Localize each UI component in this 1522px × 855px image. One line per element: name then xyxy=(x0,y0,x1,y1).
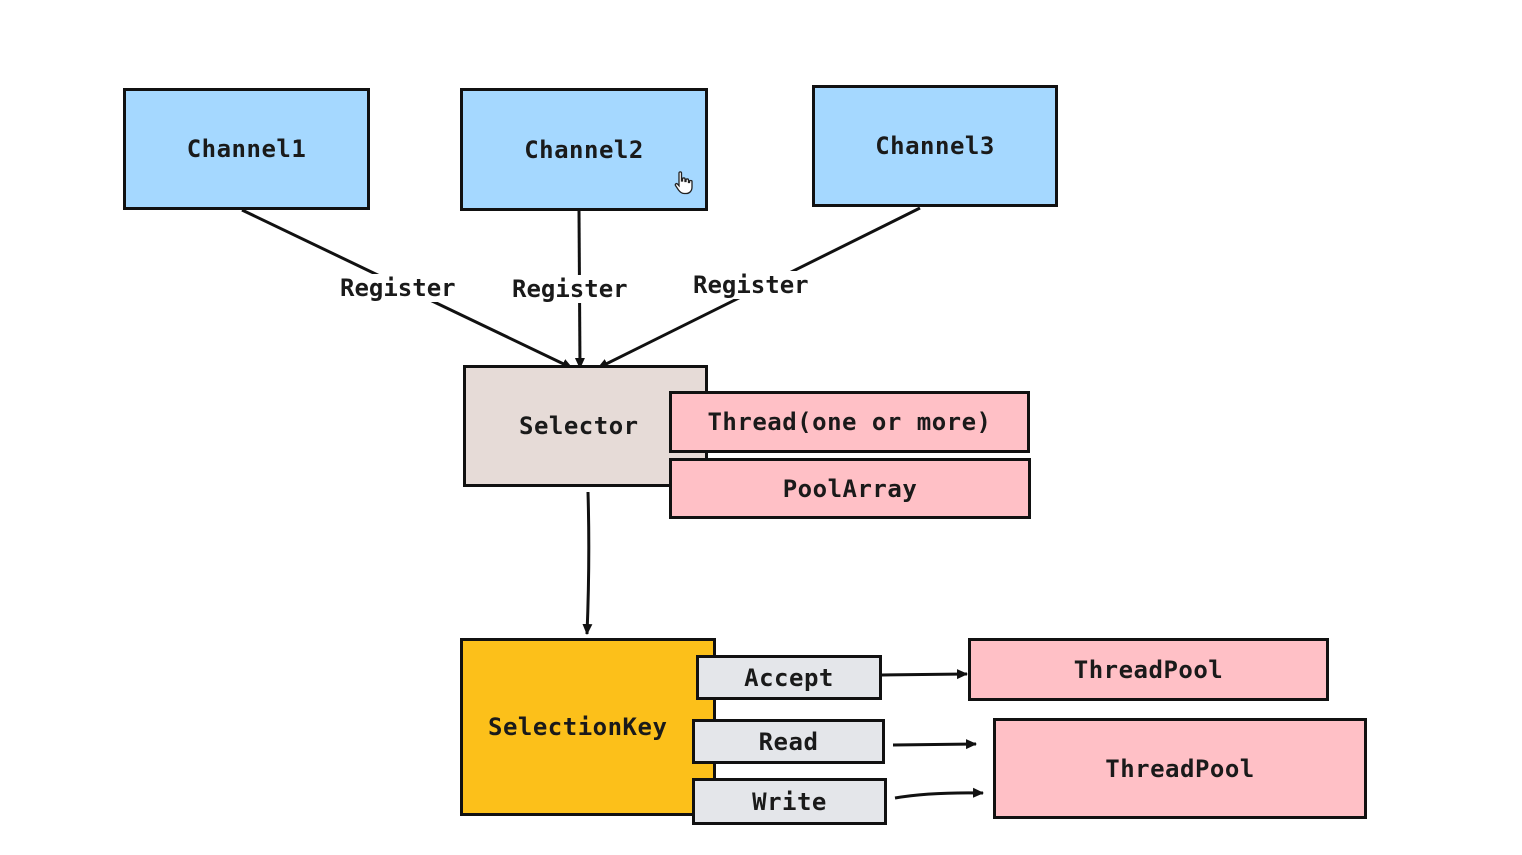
thread-pool-accept-node[interactable]: ThreadPool xyxy=(968,638,1329,701)
edge-accept-threadpool xyxy=(881,669,968,680)
pool-array-node[interactable]: PoolArray xyxy=(669,458,1031,519)
edge-write-threadpool xyxy=(894,787,984,800)
channel2-node[interactable]: Channel2 xyxy=(460,88,708,211)
thread-pool-rw-node[interactable]: ThreadPool xyxy=(993,718,1367,819)
write-node[interactable]: Write xyxy=(692,778,887,825)
channel1-node[interactable]: Channel1 xyxy=(123,88,370,210)
thread-node[interactable]: Thread(one or more) xyxy=(669,391,1030,453)
channel3-node[interactable]: Channel3 xyxy=(812,85,1058,207)
selector-label: Selector xyxy=(519,412,639,440)
register-label-2: Register xyxy=(508,275,632,303)
selector-node[interactable]: Selector xyxy=(463,365,708,487)
register-label-1: Register xyxy=(336,274,460,302)
accept-node[interactable]: Accept xyxy=(696,655,882,700)
edge-read-threadpool xyxy=(892,739,977,750)
edge-selector-selectionkey xyxy=(582,491,593,635)
selection-key-node[interactable]: SelectionKey xyxy=(460,638,716,816)
read-node[interactable]: Read xyxy=(692,719,885,764)
register-label-3: Register xyxy=(689,271,813,299)
selection-key-label: SelectionKey xyxy=(488,713,668,741)
hand-cursor-icon xyxy=(674,171,693,195)
